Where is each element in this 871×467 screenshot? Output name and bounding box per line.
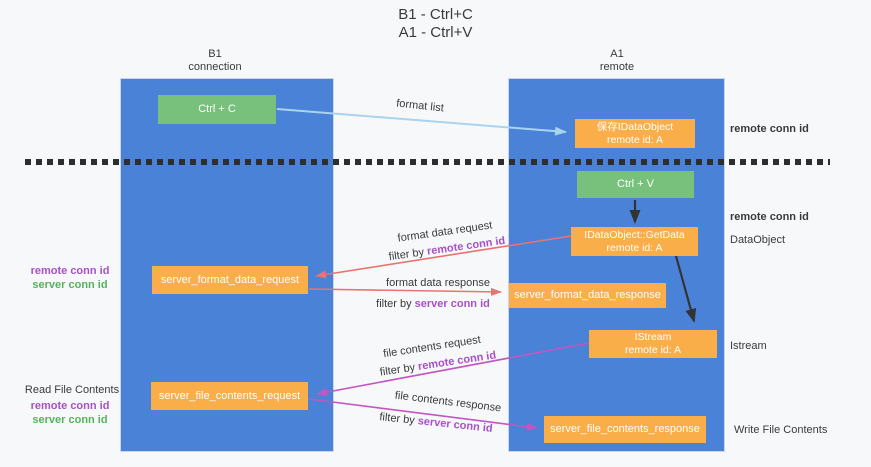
phase-separator-dashed-line: [25, 159, 830, 165]
diagram-title: B1 - Ctrl+C A1 - Ctrl+V: [0, 6, 871, 42]
istream-line2: remote id: A: [624, 344, 682, 356]
lifeline-a1-role: remote: [599, 61, 635, 73]
filter-prefix: filter by: [388, 245, 428, 264]
lifeline-b1-header: B1 connection: [155, 48, 275, 74]
istream-line1: IStream: [634, 331, 672, 343]
server-file-contents-request-box: server_file_contents_request: [151, 382, 308, 410]
ctrl-c-label: Ctrl + C: [198, 103, 236, 115]
format-data-response-arrow: [308, 287, 502, 296]
filter-by-server-conn-id-label-2: filter by server conn id: [379, 411, 493, 435]
write-file-contents-annotation: Write File Contents: [734, 424, 828, 436]
ctrl-v-label: Ctrl + V: [617, 178, 654, 190]
ctrl-v-action-box: Ctrl + V: [577, 171, 694, 198]
server-format-data-request-box: server_format_data_request: [152, 266, 308, 294]
server-file-contents-response-box: server_file_contents_response: [544, 416, 706, 443]
title-line-2: A1 - Ctrl+V: [398, 24, 473, 41]
server-conn-id-value: server conn id: [414, 298, 490, 310]
file-contents-response-label: file contents response: [394, 389, 502, 415]
dataobject-annotation: DataObject: [730, 234, 786, 246]
format-list-label: format list: [395, 97, 445, 115]
lifeline-a1-name: A1: [610, 48, 624, 60]
save-idataobject-line2: remote id: A: [606, 133, 664, 146]
server-format-data-response-box: server_format_data_response: [509, 283, 666, 308]
lifeline-b1-name: B1: [208, 48, 222, 60]
read-file-contents-annotation: Read File Contents: [24, 384, 120, 396]
save-idataobject-line1: 保存IDataObject: [596, 120, 674, 133]
idataobject-getdata-box: IDataObject::GetData remote id: A: [571, 227, 698, 256]
remote-conn-id-annotation: remote conn id: [30, 400, 110, 412]
remote-conn-id-annotation: remote conn id: [30, 265, 110, 277]
getdata-line1: IDataObject::GetData: [584, 228, 685, 241]
server-format-data-request-label: server_format_data_request: [160, 273, 300, 286]
lifeline-b1-role: connection: [188, 61, 242, 73]
filter-prefix: filter by: [376, 298, 415, 310]
filter-prefix: filter by: [378, 411, 419, 428]
server-file-contents-request-label: server_file_contents_request: [158, 389, 301, 402]
istream-box: IStream remote id: A: [589, 330, 717, 358]
save-idataobject-box: 保存IDataObject remote id: A: [575, 119, 695, 148]
server-file-contents-response-label: server_file_contents_response: [550, 423, 700, 435]
server-conn-id-annotation: server conn id: [32, 414, 108, 426]
server-conn-id-value: server conn id: [417, 415, 494, 435]
lifeline-a1-header: A1 remote: [557, 48, 677, 74]
title-line-1: B1 - Ctrl+C: [398, 6, 473, 23]
remote-conn-id-annotation-top: remote conn id: [730, 123, 809, 135]
filter-prefix: filter by: [379, 361, 419, 379]
server-conn-id-annotation: server conn id: [32, 279, 108, 291]
server-format-data-response-label: server_format_data_response: [514, 289, 661, 301]
ctrl-c-action-box: Ctrl + C: [158, 95, 276, 124]
conn-id-pair-annotation-2: remote conn id server conn id: [20, 399, 120, 427]
remote-conn-id-annotation-mid: remote conn id: [730, 211, 809, 223]
conn-id-pair-annotation-1: remote conn id server conn id: [20, 264, 120, 292]
filter-by-server-conn-id-label-1: filter by server conn id: [376, 298, 490, 310]
istream-annotation: Istream: [730, 340, 767, 352]
getdata-line2: remote id: A: [606, 241, 663, 254]
format-data-response-label: format data response: [386, 277, 490, 289]
